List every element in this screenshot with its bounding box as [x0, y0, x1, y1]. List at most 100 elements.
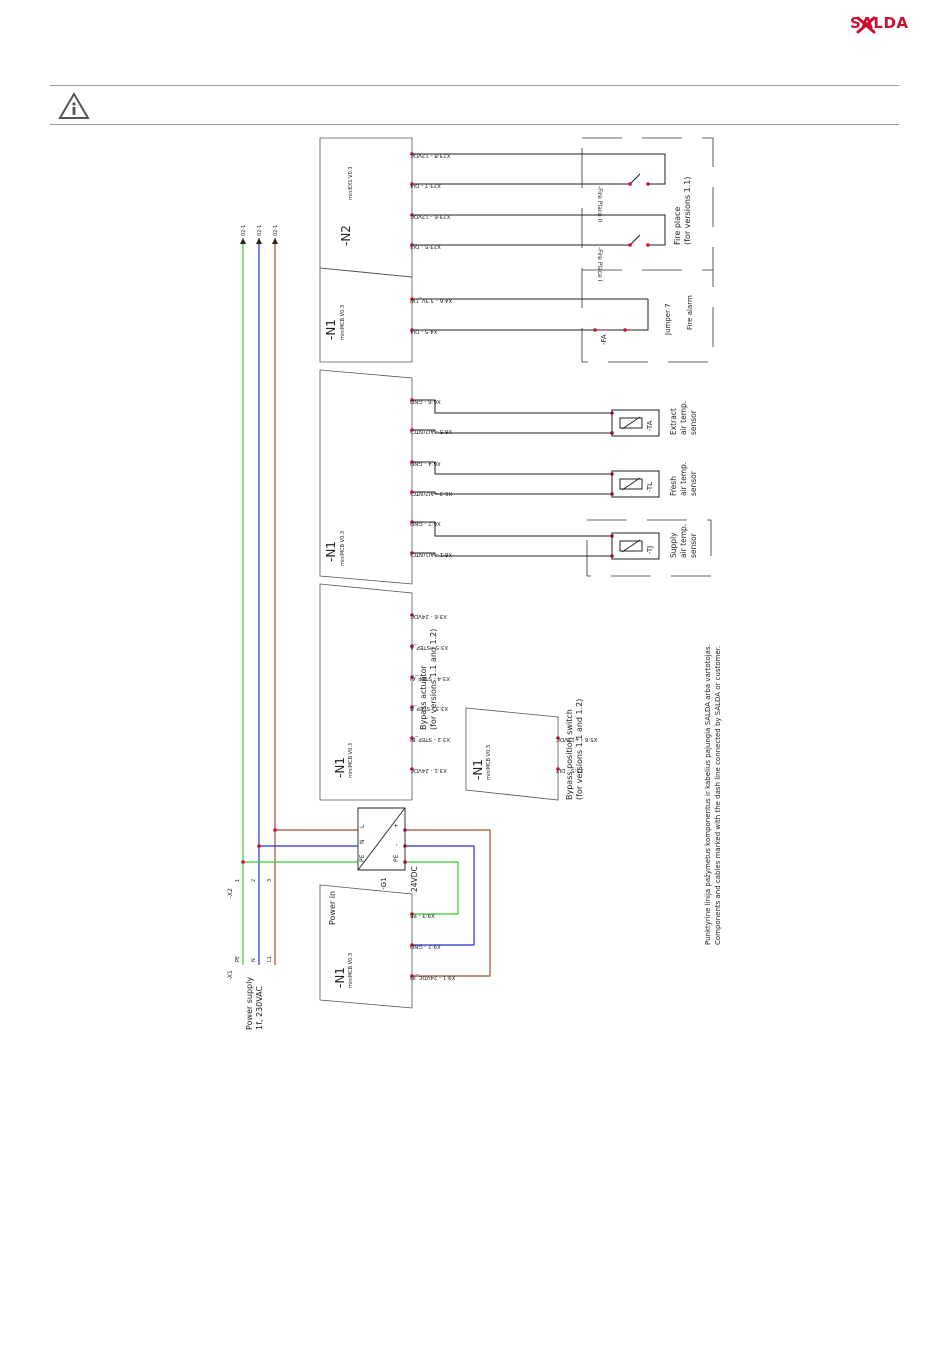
info-warning-icon: [58, 92, 90, 119]
n1-alarm-terminal-dot-1: [410, 328, 414, 332]
n1-alarm-terminal-dot-0: [410, 297, 414, 301]
module-n2-frame: [319, 137, 413, 278]
x1-pin-1: N: [251, 958, 257, 962]
n1-alarm-terminal-1: X4:5 - DI4: [410, 328, 438, 334]
x2-pin-2: 3: [267, 879, 273, 882]
sensor-element-icon-2: [619, 540, 643, 552]
switch-caption-0: Bypass position switch: [565, 709, 574, 800]
sensor-element-slash-2: [621, 539, 641, 553]
wire--TA-ai: [412, 429, 612, 434]
n1-sensors-terminal-dot-2: [410, 460, 414, 464]
switch-fp1: [629, 234, 641, 246]
n1-sensors-terminal-dot-0: [410, 398, 414, 402]
contact-fp1-a: [628, 243, 632, 247]
note-lt: Punktyrine linija pažymetus komponentus …: [704, 644, 712, 945]
contact-fp1-b: [646, 243, 650, 247]
power-supply-g1: [357, 807, 406, 871]
module-n1-sensors-frame: [319, 369, 413, 585]
sensor-caption-0-1: air temp.: [679, 401, 688, 435]
fireplace-caption-1: (for versions 1.1): [683, 176, 692, 245]
n1-sensors-terminal-1: X6:5 - AI2(NTC): [410, 428, 452, 434]
contact-fp2-a: [628, 182, 632, 186]
n1-sensors-terminal-3: X6:3 - AI2(NTC): [410, 490, 452, 496]
header-rule-bottom: [50, 124, 899, 125]
n1-switch-id: -N1: [471, 759, 485, 780]
fire-frames: [581, 137, 714, 577]
x1-pin-2: L1: [267, 956, 273, 962]
n1-switch-terminal-dot-1: [556, 767, 560, 771]
sensor-box-0: [611, 409, 660, 437]
note-en: Components and cables marked with the da…: [714, 646, 722, 945]
sensor-caption-2-2: sensor: [689, 532, 698, 558]
supply-ref-1: 02-1: [257, 225, 263, 236]
n1-actuator-terminal-dot-3: [410, 705, 414, 709]
n1-power-terminal-dot-0: [410, 912, 414, 916]
sensor-caption-1-0: Fresh: [669, 476, 678, 496]
fireplace-caption-0: Fire place: [673, 207, 682, 245]
n1-actuator-terminal-1: X3:5 - STEP_A: [410, 644, 448, 650]
supply-ref-0: 02-1: [241, 225, 247, 236]
sensor-element-icon-1: [619, 478, 643, 490]
wire--TJ-ai: [412, 552, 612, 557]
n1-actuator-terminal-dot-1: [410, 644, 414, 648]
sensor-caption-0-0: Extract: [669, 408, 678, 435]
switch-caption-1: (for versions 1.1 and 1.2): [575, 699, 584, 800]
n1-actuator-terminal-2: X3:4 - STEP_A/: [410, 675, 450, 681]
n1-actuator-terminal-dot-2: [410, 675, 414, 679]
g1-in-2: PE: [359, 854, 366, 862]
n1-actuator-terminal-dot-5: [410, 767, 414, 771]
fa-contact-b: [593, 328, 597, 332]
n1-switch-terminal-0: X5:6 - +12VDC: [556, 736, 598, 742]
n1-actuator-terminal-4: X3:2 - STEP_B/: [410, 736, 450, 742]
x2-label: -X2: [227, 888, 234, 898]
g1-dot-1: [257, 844, 261, 848]
n1-switch-board: miniMCB V0.3: [486, 745, 492, 780]
contact-fp2-b: [646, 182, 650, 186]
n2-terminal-dot-3: [410, 243, 414, 247]
wire-24v-out: [405, 829, 491, 977]
n2-id: -N2: [339, 225, 353, 246]
n1-actuator-terminal-3: X3:3 - STEP_B: [410, 705, 448, 711]
n1-actuator-id: -N1: [333, 757, 347, 778]
sensor-caption-2-1: air temp.: [679, 524, 688, 558]
n1-power-id: -N1: [333, 967, 347, 988]
n1-power-terminal-1: X9:2 - GND: [410, 943, 441, 949]
wire--TL-ai: [412, 491, 612, 495]
n2-board: miniEX1 V0.3: [348, 166, 354, 200]
sensor-caption-2-0: Supply: [669, 532, 678, 558]
fa-contact-a: [623, 328, 627, 332]
g1-out-2: PE: [393, 854, 400, 862]
sensor-element-icon-0: [619, 417, 643, 429]
switch-fp2: [629, 173, 641, 185]
sensor-tag-1: -TL: [646, 482, 654, 492]
fire-alarm-label: Fire alarm: [686, 295, 694, 330]
module-n1-alarm-frame: [319, 267, 413, 363]
jumper-label: Jumper 7: [664, 303, 672, 336]
n1-alarm-terminal-0: X4:6 - 3,3V_1W: [409, 297, 452, 303]
module-n1-switch-frame: [465, 707, 559, 801]
n2-terminal-dot-2: [410, 213, 414, 217]
wire--TA-gnd: [412, 399, 612, 414]
n1-alarm-id: -N1: [324, 319, 338, 340]
sensor-box-2: [611, 532, 660, 560]
g1-dot-2: [241, 860, 245, 864]
g1-dot-0: [273, 828, 277, 832]
n2-terminal-dot-1: [410, 182, 414, 186]
sensor-element-slash-0: [621, 416, 641, 430]
header-rule-top: [50, 85, 899, 86]
n1-power-terminal-2: X9:1 - 24VDC_IN: [410, 974, 455, 980]
g1-voltage: 24VDC: [410, 866, 419, 892]
n1-sensors-terminal-dot-4: [410, 520, 414, 524]
n1-power-terminal-0: X9:3 - PE: [409, 912, 434, 918]
n1-sensors-terminal-0: X6:6 - GND: [410, 398, 441, 404]
fireplace-i-label: -Fire Place I: [596, 247, 603, 282]
n2-terminal-0: X23:8 - 12VDC: [410, 152, 451, 158]
wire-fp2-12v: [412, 153, 666, 185]
salda-logo-icon: [856, 16, 876, 34]
sensor-caption-1-1: air temp.: [679, 462, 688, 496]
n2-terminal-1: X23:7 - DI4: [410, 182, 441, 188]
wire-fa-di: [412, 299, 649, 331]
x2-pin-1: 2: [251, 879, 257, 882]
supply-arrow-0: [240, 238, 246, 244]
